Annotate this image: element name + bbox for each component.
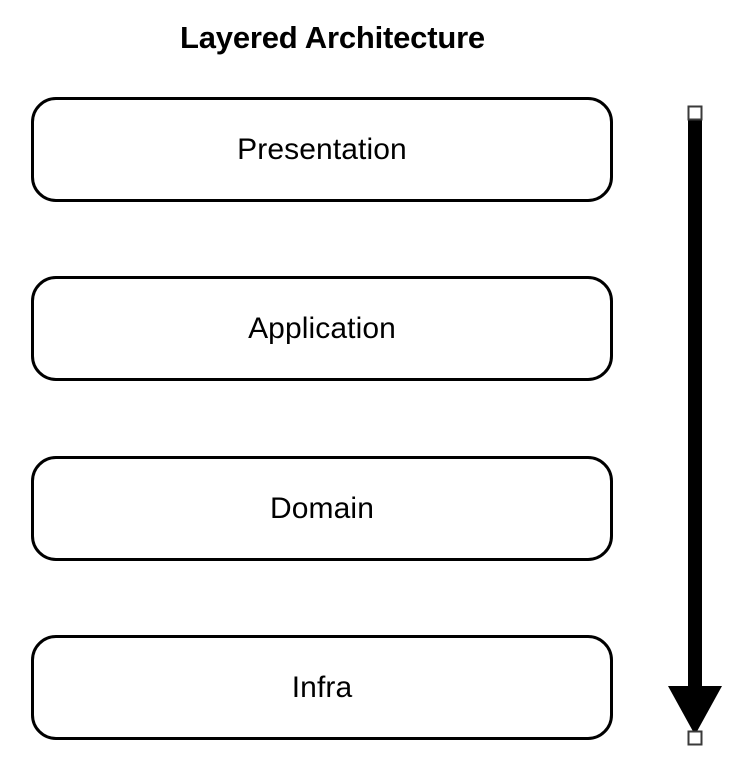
arrow-start-handle[interactable] [687, 105, 703, 121]
page-title: Layered Architecture [180, 20, 485, 55]
layer-box-domain[interactable]: Domain [31, 456, 613, 561]
arrow-head-icon [668, 686, 722, 735]
layer-label: Domain [270, 491, 374, 525]
layer-box-presentation[interactable]: Presentation [31, 97, 613, 202]
layer-label: Presentation [237, 132, 407, 166]
arrow-shaft-icon [688, 112, 702, 687]
dependency-direction-arrow[interactable] [660, 104, 730, 752]
arrow-end-handle[interactable] [687, 730, 703, 746]
layer-box-application[interactable]: Application [31, 276, 613, 381]
layer-label: Application [248, 311, 396, 345]
layer-label: Infra [291, 670, 353, 704]
layer-box-infra[interactable]: Infra [31, 635, 613, 740]
